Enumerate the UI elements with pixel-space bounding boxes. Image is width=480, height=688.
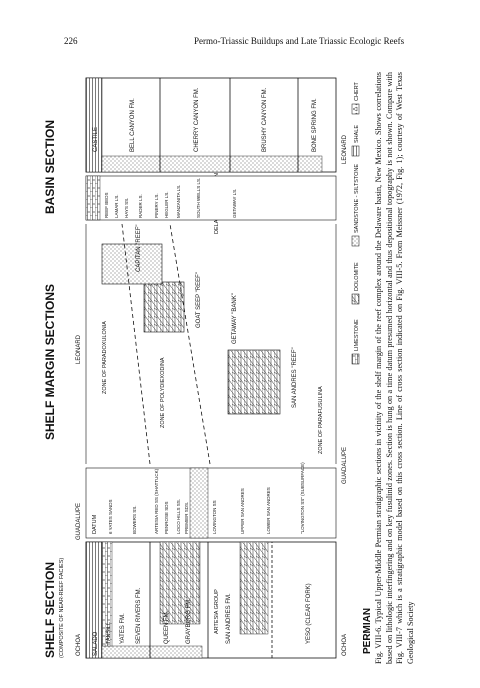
reef-san-andres: SAN ANDRES "REEF": [292, 347, 298, 408]
figure-caption-text: Fig. VIII-6. Typical Upper-Middle Permia…: [374, 72, 415, 664]
basin-marker-getaway: GETAWAY LS.: [232, 189, 237, 218]
formation-castile: CASTILE: [93, 127, 99, 152]
basin-marker-rader: RADER LS.: [138, 194, 143, 218]
basin-section-title: BASIN SECTION: [43, 120, 57, 214]
zone-parafusulina: ZONE OF PARAFUSULINA: [318, 386, 324, 454]
shelf-column: [85, 541, 337, 659]
formation-bone-spring: BONE SPRING FM.: [312, 98, 318, 152]
legend-sandstone-siltstone: SANDSTONE - SILTSTONE: [354, 164, 360, 233]
basin-marker-south-wells: SOUTH WELLS LS.: [196, 178, 201, 218]
formation-yates: YATES FM.: [120, 613, 126, 644]
basin-column: [85, 77, 337, 173]
formation-cherry-canyon: CHERRY CANYON FM.: [194, 87, 200, 152]
zone-polydiexodina: ZONE OF POLYDIEXODINA: [160, 357, 166, 428]
running-head: Permo-Triassic Buildups and Late Triassi…: [194, 36, 405, 46]
marker-penrose: PENROSE SDS: [164, 501, 169, 534]
legend-dolomite: DOLOMITE: [354, 262, 360, 291]
marker-lower-san-andres: LOWER SAN ANDRES: [266, 487, 271, 534]
reef-capitan: CAPITAN "REEF": [136, 225, 142, 273]
basin-marker-hegler: HEGLER LS.: [164, 191, 169, 218]
formation-bell-canyon: BELL CANYON FM.: [130, 98, 136, 152]
legend-shale: SHALE: [354, 125, 360, 143]
series-top-guadalupe: GUADALUPE: [76, 503, 82, 540]
rotated-figure-block: SHELF SECTION (COMPOSITE OF NEAR-REEF FA…: [40, 72, 442, 664]
marker-loco-hills: LOCO HILLS SS.: [176, 499, 181, 534]
system-label-permian: PERMIAN: [362, 608, 373, 654]
basin-marker-hays: HAYS SS.: [124, 198, 129, 218]
marker-upper-san-andres: UPPER SAN ANDRES: [240, 488, 245, 534]
zone-paradoxulonia: ZONE OF PARADOXULONIA: [102, 321, 108, 394]
figure-caption: Fig. VIII-6. Typical Upper-Middle Permia…: [374, 72, 438, 664]
stratigraphic-figure: SHELF SECTION (COMPOSITE OF NEAR-REEF FA…: [43, 77, 373, 659]
formation-queen: QUEEN FM.: [164, 610, 170, 644]
page-number: 226: [64, 36, 78, 46]
formation-salado: SALADO: [93, 631, 99, 656]
formation-brushy-canyon: BRUSHY CANYON FM.: [262, 87, 268, 152]
series-top-ochoa: OCHOA: [76, 634, 82, 656]
shelf-margin-title: SHELF MARGIN SECTIONS: [43, 284, 57, 440]
marker-lovington: LOVINGTON SS: [212, 500, 217, 534]
formation-yeso: YESO (CLEAR FORK): [306, 583, 312, 644]
reef-getaway: GETAWAY "BANK": [232, 293, 238, 344]
formation-san-andres: SAN ANDRES FM.: [226, 593, 232, 644]
shelf-section-subtitle: (COMPOSITE OF NEAR-REEF FACIES): [59, 558, 65, 658]
series-bottom-leonard: LEONARD: [342, 134, 348, 164]
marker-bowers-ss: BOWERS SS.: [132, 505, 137, 534]
basin-marker-lamar: LAMAR LS.: [114, 194, 119, 218]
formation-seven-rivers: SEVEN RIVERS FM.: [136, 587, 142, 644]
series-bottom-guadalupe: GUADALUPE: [342, 447, 348, 484]
figure-stage: SHELF SECTION (COMPOSITE OF NEAR-REEF FA…: [40, 72, 442, 664]
formation-tansill: TANSILL: [106, 622, 112, 644]
marker-artesia-red: ARTESIA RED SS (SHATTUCK): [154, 468, 159, 534]
series-bottom-ochoa: OCHOA: [342, 634, 348, 656]
reef-goat-seep: GOAT SEEP "REEF": [196, 272, 202, 328]
basin-marker-reef-beds: REEF BEDS: [104, 192, 109, 218]
series-top-leonard: LEONARD: [76, 334, 82, 364]
legend-chert: CHERT: [354, 82, 360, 101]
shelf-section-title: SHELF SECTION: [43, 562, 57, 658]
basin-marker-column: [85, 175, 337, 221]
legend: [351, 103, 360, 365]
marker-lovington-subsurface: "LOVINGTON SS" (SUBSURFACE): [300, 462, 305, 534]
shelf-margin-area: [85, 223, 337, 465]
marker-6-yates-sands: 6 YATES SANDS: [108, 499, 113, 534]
basin-marker-pinery: PINERY LS.: [154, 193, 159, 218]
legend-limestone: LIMESTONE: [354, 319, 360, 351]
marker-premier: PREMIER SDS.: [184, 502, 189, 534]
formation-grayburg: GRAYBURG FM.: [186, 598, 192, 644]
group-artesia: ARTESIA GROUP: [214, 589, 220, 634]
basin-marker-manzanita: MANZANITA LS.: [176, 185, 181, 218]
shelf-marker-column: [85, 467, 337, 539]
datum-label: DATUM: [92, 514, 98, 534]
